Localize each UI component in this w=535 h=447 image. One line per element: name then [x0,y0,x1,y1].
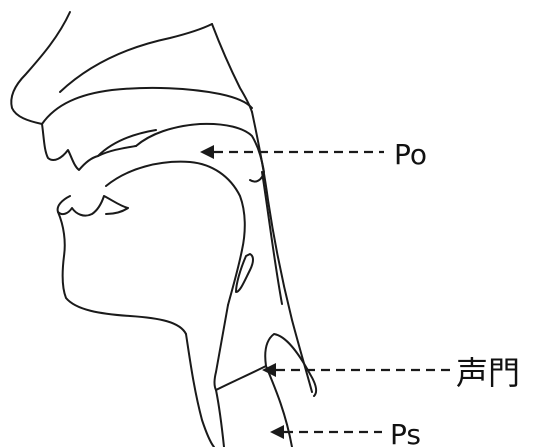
ps-label: Ps [390,418,421,447]
chin-outline [58,212,186,334]
nasal-cavity-roof [42,88,252,124]
neck-front [186,334,214,447]
ps-arrowhead [270,425,284,439]
pharynx-wall [252,112,312,392]
nasal-cavity-top [60,24,212,92]
glottis-label: 声門 [456,354,520,392]
po-arrowhead [200,145,214,159]
larynx-front [215,305,229,390]
po-label: Po [394,138,427,171]
lower-lip [58,196,128,216]
tongue-dorsum [106,162,245,305]
vocal-fold [216,366,266,390]
trachea-front [216,390,224,447]
upper-lip [42,124,136,170]
cranial-base [212,24,252,112]
epiglottis [236,254,253,292]
pharynx-wall-inner [262,172,282,304]
